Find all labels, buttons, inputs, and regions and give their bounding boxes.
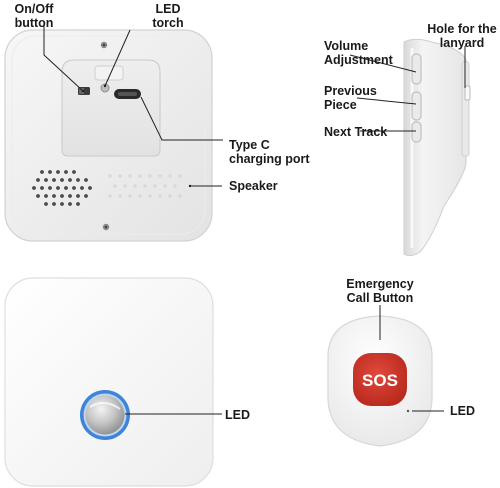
previous-button-icon — [411, 91, 422, 121]
next-track-label: Next Track — [324, 125, 388, 139]
receiver-front-view — [4, 277, 214, 487]
receiver-led-label: LED — [225, 408, 250, 422]
sos-label: SOS — [362, 371, 398, 390]
metal-button-icon — [85, 395, 125, 435]
sos-button-icon — [353, 353, 407, 406]
sos-led-icon — [406, 409, 410, 413]
on-off-button-label: On/Off button — [14, 2, 54, 30]
sos-led-label: LED — [450, 404, 475, 418]
receiver-side-view — [403, 38, 471, 257]
emergency-call-button-label: Emergency Call Button — [346, 277, 414, 305]
receiver-back-view — [4, 29, 213, 242]
lanyard-hole-label: Hole for the lanyard — [427, 22, 497, 50]
speaker-label: Speaker — [229, 179, 278, 193]
led-torch-label: LED torch — [152, 2, 184, 30]
volume-button-icon — [411, 53, 422, 85]
sos-call-button-view — [327, 315, 433, 447]
speaker-grille-icon — [32, 170, 92, 206]
leader-lines — [43, 26, 466, 415]
next-button-icon — [411, 121, 422, 143]
previous-piece-label: Previous Piece — [324, 84, 377, 112]
led-torch-icon — [100, 83, 110, 93]
volume-adjustment-label: Volume Adjustment — [324, 39, 393, 67]
lanyard-hole-icon — [464, 85, 471, 101]
type-c-port-label: Type C charging port — [229, 138, 310, 166]
